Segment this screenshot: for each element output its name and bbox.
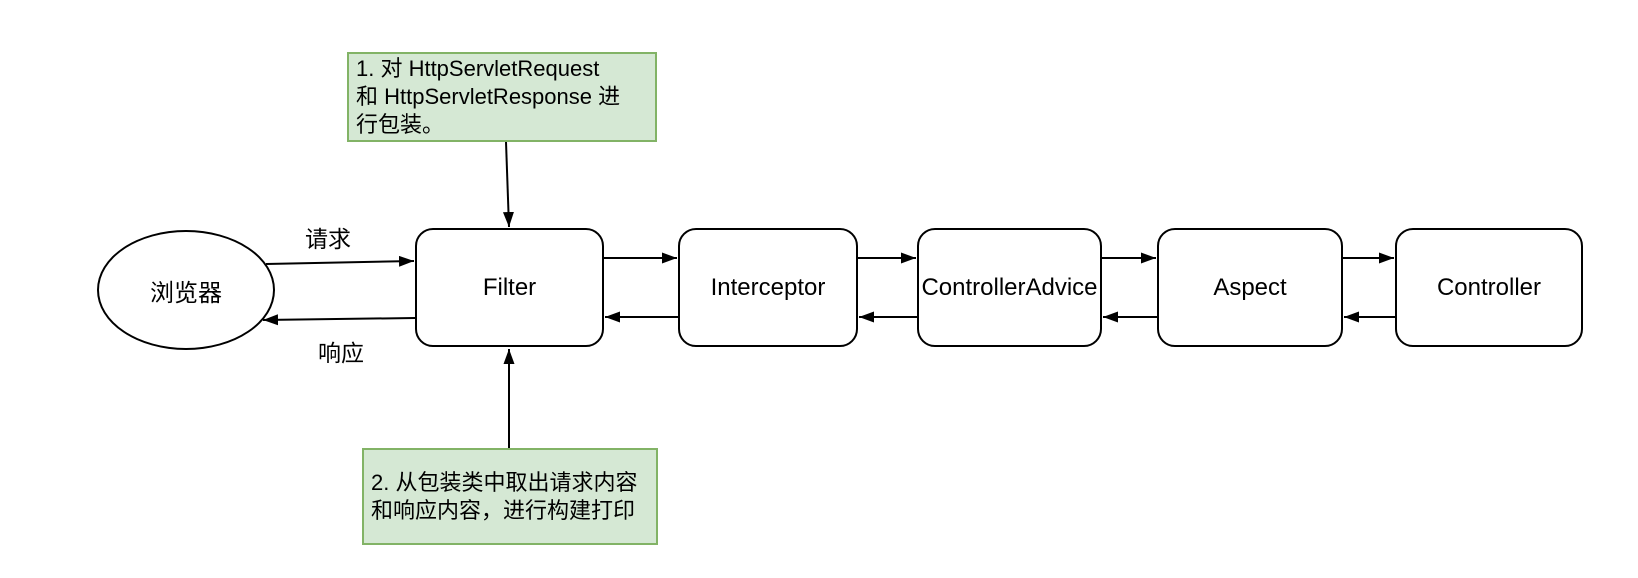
note-extract-and-print: 2. 从包装类中取出请求内容 和响应内容，进行构建打印 xyxy=(362,448,658,545)
edge-request-arrow xyxy=(265,255,415,267)
note-1-line-3: 行包装。 xyxy=(356,112,445,137)
node-filter: Filter xyxy=(415,228,604,347)
node-controller-advice-label: ControllerAdvice xyxy=(921,273,1098,301)
note-1-line-2: 和 HttpServletResponse 进 xyxy=(356,84,621,109)
note-1-line-1: 1. 对 HttpServletRequest xyxy=(356,56,600,81)
node-interceptor: Interceptor xyxy=(678,228,858,347)
node-browser-label: 浏览器 xyxy=(150,279,222,307)
node-filter-label: Filter xyxy=(482,273,537,301)
note-2-line-1: 2. 从包装类中取出请求内容 xyxy=(371,469,638,495)
node-controller: Controller xyxy=(1395,228,1583,347)
edge-label-response: 响应 xyxy=(318,340,364,366)
edge-note1-to-filter xyxy=(502,141,514,228)
note-2-line-2: 和响应内容，进行构建打印 xyxy=(371,497,636,523)
node-controller-advice: ControllerAdvice xyxy=(917,228,1102,347)
note-wrap-request-response: 1. 对 HttpServletRequest 和 HttpServletRes… xyxy=(347,52,657,142)
edge-label-request: 请求 xyxy=(305,226,351,252)
node-aspect-label: Aspect xyxy=(1213,273,1287,301)
edge-response-arrow xyxy=(262,314,416,326)
node-aspect: Aspect xyxy=(1157,228,1343,347)
node-interceptor-label: Interceptor xyxy=(710,273,826,301)
node-controller-label: Controller xyxy=(1436,273,1542,301)
node-browser: 浏览器 xyxy=(97,230,275,350)
